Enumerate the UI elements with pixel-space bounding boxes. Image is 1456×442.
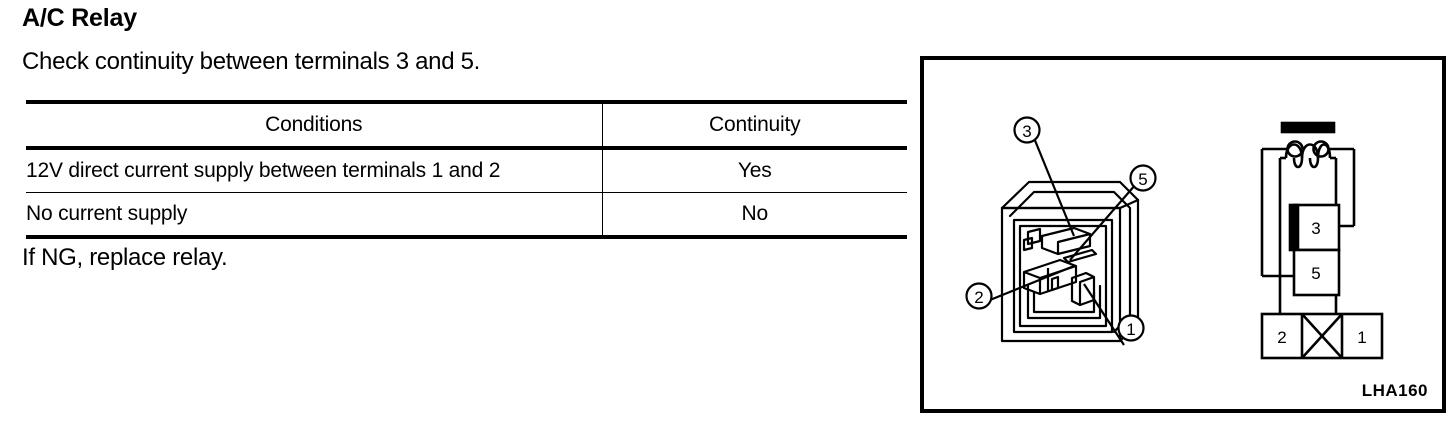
terminal-box-5 [1292,248,1341,297]
instruction-text: Check continuity between terminals 3 and… [22,48,481,75]
schematic-label-2: 2 [1277,328,1286,347]
callout-2: 2 [965,282,993,310]
leader-line-2 [989,264,1075,302]
cell-continuity-2: No [601,192,907,239]
callout-label-5: 5 [1138,170,1147,189]
callout-3: 3 [1013,116,1041,144]
schematic-label-1: 1 [1357,328,1366,347]
table-row: 12V direct current supply between termin… [26,148,907,193]
cell-condition-1: 12V direct current supply between termin… [26,148,602,193]
callout-1: 1 [1117,314,1145,342]
armature-bar [1280,121,1336,134]
column-header-continuity: Continuity [601,100,907,150]
schematic-label-3: 3 [1311,219,1320,238]
leader-line-1 [1083,283,1125,346]
closing-note: If NG, replace relay. [22,244,228,271]
callout-label-3: 3 [1022,122,1031,141]
figure-code: LHA160 [1361,381,1428,400]
connector-x-stroke-2 [1301,313,1343,359]
callout-5: 5 [1129,164,1157,192]
cell-continuity-1: Yes [601,148,907,193]
table-header-row: Conditions Continuity [26,100,907,150]
coil-loop-3 [1316,143,1332,159]
page-title: A/C Relay [22,4,137,32]
leader-line-3 [1032,137,1076,237]
relay-terminal-blades [1022,226,1098,307]
relay-schematic [1260,121,1384,360]
terminal-3-contact-bar [1288,203,1300,252]
continuity-table: Conditions Continuity 12V direct current… [26,100,907,239]
text-column: A/C Relay Check continuity between termi… [22,4,907,271]
illustration-panel: 3 5 2 1 [920,56,1446,413]
column-header-conditions: Conditions [26,100,602,150]
callout-label-2: 2 [974,288,983,307]
callout-label-1: 1 [1126,320,1135,339]
schematic-label-5: 5 [1311,264,1320,283]
leader-line-5 [1069,183,1137,261]
relay-illustration: 3 5 2 1 [965,116,1384,360]
table-row: No current supply No [26,192,907,239]
cell-condition-2: No current supply [26,192,602,239]
callout-leader-lines [989,137,1137,346]
